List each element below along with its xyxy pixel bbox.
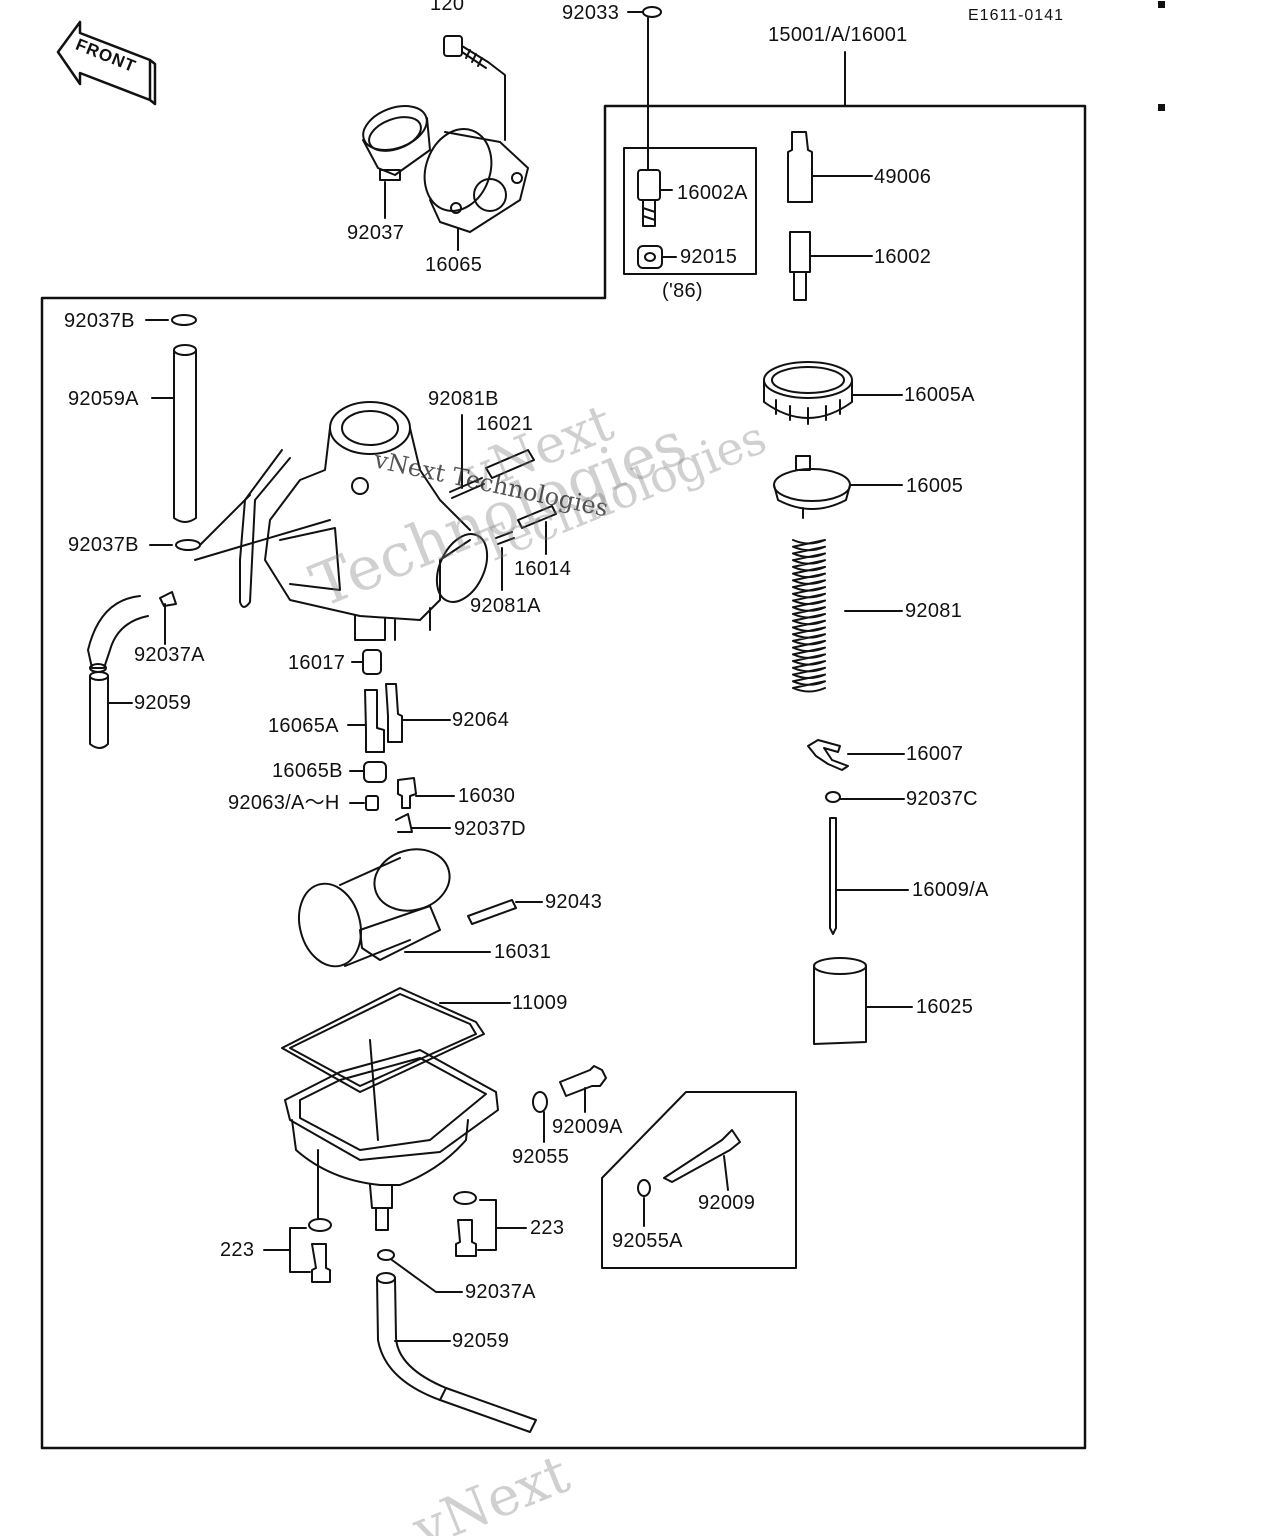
part-92055A-washer [637,1179,651,1227]
label-11009: 11009 [512,992,568,1014]
label-92055A: 92055A [612,1230,683,1252]
label-92063: 92063/A～H [228,792,340,814]
label-49006: 49006 [874,166,932,188]
label-16002A: 16002A [677,182,748,204]
part-16005A-cap [763,361,903,425]
label-92009A: 92009A [552,1116,623,1138]
part-16002-jet [789,231,873,301]
label-15001: 15001/A/16001 [768,24,908,46]
label-92037C: 92037C [906,788,978,810]
part-92009-screw [663,1129,741,1191]
part-92015-washer [637,245,677,269]
label-92081A: 92081A [470,595,541,617]
label-16007: 16007 [906,743,964,765]
front-arrow-icon [56,20,157,106]
part-16025-slide [813,957,913,1045]
part-92033-clip [627,6,662,171]
label-92009: 92009 [698,1192,756,1214]
label-16031: 16031 [494,941,552,963]
part-92037C-clip [825,791,905,803]
part-92037-clamp [362,105,431,219]
label-16017: 16017 [288,652,346,674]
part-16065A-jet [347,689,385,753]
part-92081-spring [792,539,903,693]
part-92037D-clip [395,813,451,833]
part-92009A-screw [559,1065,607,1113]
label-16065A: 16065A [268,715,339,737]
part-16005-top [773,455,903,519]
part-92059A-tube [151,344,197,523]
part-92043-pin [467,899,543,925]
part-16009-needle [829,817,909,935]
label-16021: 16021 [476,413,534,435]
label-92037B-top: 92037B [64,310,135,332]
part-11009-gasket [281,987,511,1093]
label-16005A: 16005A [904,384,975,406]
label-223-right: 223 [530,1217,565,1239]
part-float-bowl [284,1039,499,1231]
label-16009A: 16009/A [912,879,989,901]
part-92055-washer [532,1091,548,1143]
part-16007-clip [807,739,905,771]
label-92037B-mid: 92037B [68,534,139,556]
box-86-parts [623,147,757,275]
part-92063-jet [349,795,379,811]
label-16065: 16065 [425,254,483,276]
part-16017-jet [351,649,382,675]
label-120: 120 [430,0,465,15]
part-120-screw [443,35,506,141]
label-16025: 16025 [916,996,974,1018]
part-92037B-clip-mid [149,494,331,561]
label-92081: 92081 [905,600,963,622]
reference-code: E1611-0141 [968,7,1064,24]
label-16030: 16030 [458,785,516,807]
margin-mark [1158,104,1165,111]
label-92015: 92015 [680,246,738,268]
label-16065B: 16065B [272,760,343,782]
label-16002: 16002 [874,246,932,268]
label-86: ('86) [662,280,703,302]
part-16031-float [298,848,491,968]
box-92009 [601,1091,797,1269]
part-16014-screw [495,505,557,591]
label-92055: 92055 [512,1146,570,1168]
label-16005: 16005 [906,475,964,497]
label-92081B: 92081B [428,388,499,410]
label-92037D: 92037D [454,818,526,840]
part-16002A-jet [637,169,673,227]
part-92059-hose-left [87,591,177,749]
part-49006-holder [787,131,873,203]
label-92059A: 92059A [68,388,139,410]
part-16030-jet [397,777,455,809]
label-92037: 92037 [347,222,405,244]
assembly-frame [40,104,1087,1450]
label-16014: 16014 [514,558,572,580]
label-92037A-bottom: 92037A [465,1281,536,1303]
part-92037A-clip-bottom [377,1249,463,1293]
label-92059-bottom: 92059 [452,1330,510,1352]
part-16065-intake [423,128,529,251]
label-92043: 92043 [545,891,603,913]
label-92037A-top: 92037A [134,644,205,666]
part-16065B-cap [349,761,387,783]
part-carburetor-body [239,401,489,641]
part-92059-hose-bottom [376,1272,537,1433]
label-92033: 92033 [562,2,620,24]
part-223-screw-left [263,1218,332,1283]
label-223-left: 223 [220,1239,255,1261]
margin-mark [1158,1,1165,8]
part-92064-tube [385,683,451,743]
part-16021-screw [449,414,535,499]
part-92037B-clip-top [145,314,197,326]
label-92064: 92064 [452,709,510,731]
label-92059-left: 92059 [134,692,192,714]
part-223-screw-right [453,1191,527,1257]
